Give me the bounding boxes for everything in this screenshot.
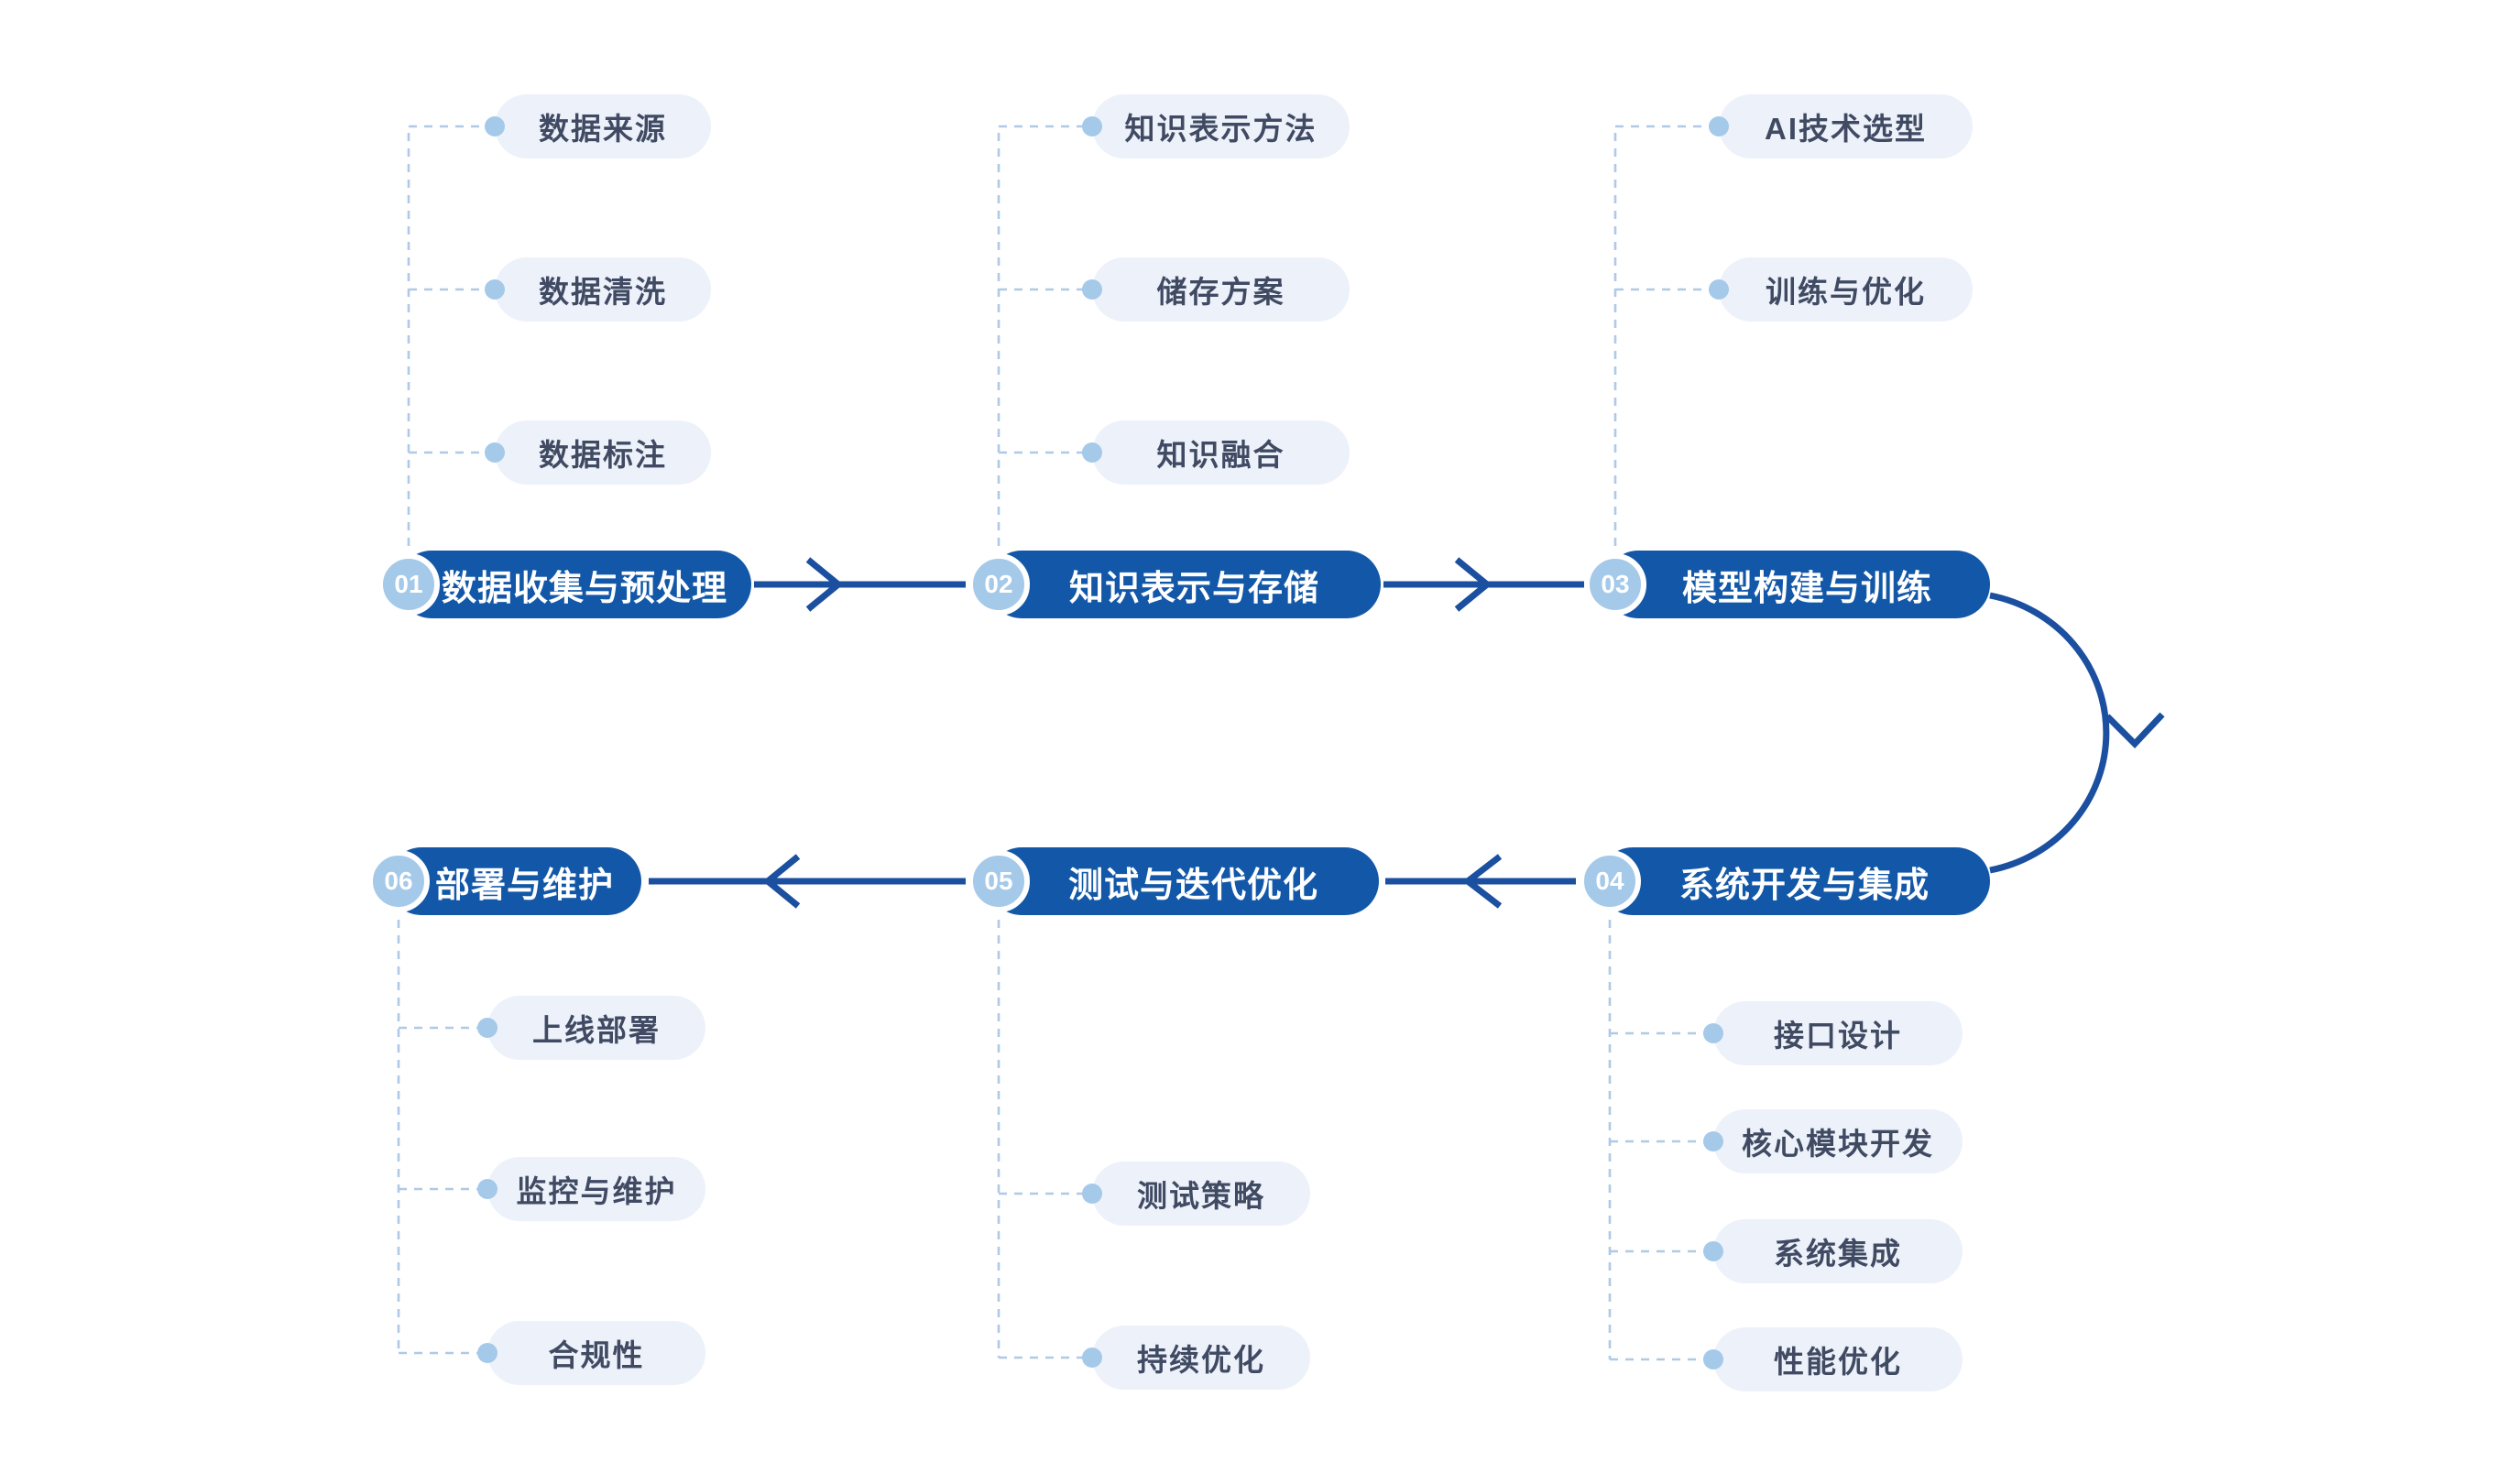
sub-item-pill: 数据来源 [495,94,711,158]
sub-item-pill: AI技术选型 [1719,94,1973,158]
connector-dot [1709,116,1729,136]
stage-number-badge: 06 [367,850,430,912]
stage-label-pill: 知识表示与存储 [988,551,1381,618]
connector-dot [1082,279,1102,300]
stage-number-badge: 02 [968,553,1030,616]
connector-dot [1082,1348,1102,1368]
arrow-02-03-head [1454,557,1493,612]
sub-item-pill: 储存方案 [1092,257,1350,322]
arrow-04-05-head [1462,854,1503,909]
connector-dot [1709,279,1729,300]
stage-label-pill: 数据收集与预处理 [398,551,751,618]
sub-item-pill: 系统集成 [1713,1219,1963,1283]
sub-item-pill: 核心模块开发 [1713,1109,1963,1173]
connector-dot [1703,1131,1723,1151]
arrow-01-02-head [805,557,844,612]
stage-number-badge: 04 [1579,850,1641,912]
connector-dot [477,1179,498,1199]
connector-dot [1703,1241,1723,1261]
stage-label-pill: 测试与迭代优化 [988,847,1379,915]
sub-item-pill: 数据清洗 [495,257,711,322]
stage-number-badge: 05 [968,850,1030,912]
dashed-connectors [397,125,1710,1361]
sub-item-pill: 测试策略 [1092,1162,1310,1226]
sub-item-pill: 监控与维护 [487,1157,705,1221]
dashed-branch-04 [1608,920,1704,1361]
connector-dot [477,1018,498,1038]
sub-item-pill: 上线部署 [487,996,705,1060]
sub-item-pill: 持续优化 [1092,1326,1310,1390]
connector-dot [485,279,505,300]
curve-arrow-03-04 [1989,592,2110,874]
sub-item-pill: 合规性 [487,1321,705,1385]
connector-dot [485,116,505,136]
connector-dot [1082,116,1102,136]
connector-dot [1703,1023,1723,1043]
sub-item-pill: 数据标注 [495,420,711,485]
dashed-branch-06 [397,920,478,1355]
stage-label-pill: 系统开发与集成 [1599,847,1990,915]
dashed-branch-01 [407,125,486,546]
stage-label-pill: 模型构建与训练 [1604,551,1990,618]
stage-number-badge: 03 [1584,553,1646,616]
flow-arrows [649,557,2165,909]
dashed-branch-05 [997,920,1083,1359]
sub-item-pill: 知识融合 [1092,420,1350,485]
sub-item-pill: 知识表示方法 [1092,94,1350,158]
connector-dot [1082,1184,1102,1204]
sub-item-pill: 训练与优化 [1719,257,1973,322]
dashed-branch-02 [997,125,1083,546]
stage-number-badge: 01 [377,553,440,616]
dashed-branch-03 [1613,125,1710,546]
sub-item-pill: 性能优化 [1713,1327,1963,1391]
sub-item-pill: 接口设计 [1713,1001,1963,1065]
connector-dot [1703,1349,1723,1369]
stage-label-pill: 部署与维护 [388,847,641,915]
arrow-05-06-head [762,854,801,909]
connector-dot [485,442,505,463]
curve-arrow-03-04-head [2105,712,2165,749]
connector-dot [1082,442,1102,463]
connector-dot [477,1343,498,1363]
